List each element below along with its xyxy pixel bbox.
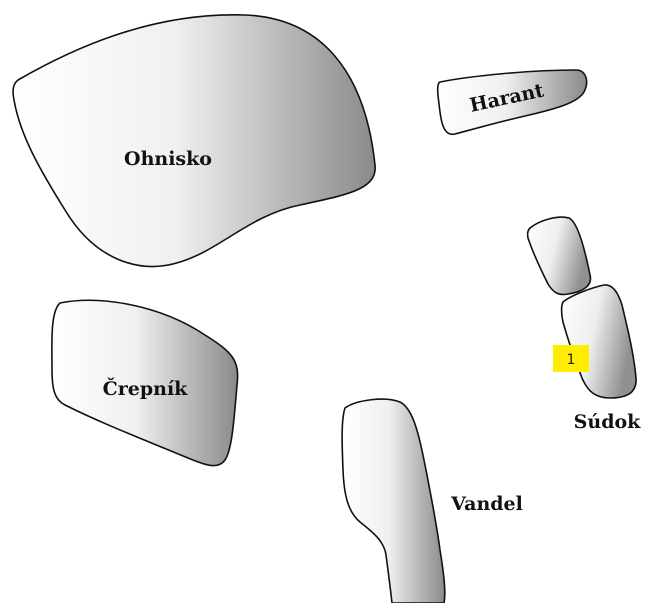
- piece-sudok[interactable]: 1 Súdok: [553, 285, 641, 433]
- piece-sudok-top[interactable]: [528, 217, 591, 294]
- piece-label-vandel: Vandel: [450, 493, 523, 515]
- piece-label-ohnisko: Ohnisko: [124, 148, 212, 170]
- piece-label-crepnik: Črepník: [103, 377, 189, 400]
- piece-label-sudok: Súdok: [574, 411, 641, 433]
- piece-vandel[interactable]: Vandel: [342, 399, 523, 603]
- piece-crepnik[interactable]: Črepník: [52, 300, 238, 465]
- piece-ohnisko[interactable]: Ohnisko: [13, 15, 375, 267]
- piece-harant[interactable]: Harant: [438, 70, 587, 134]
- marker-number: 1: [567, 352, 576, 368]
